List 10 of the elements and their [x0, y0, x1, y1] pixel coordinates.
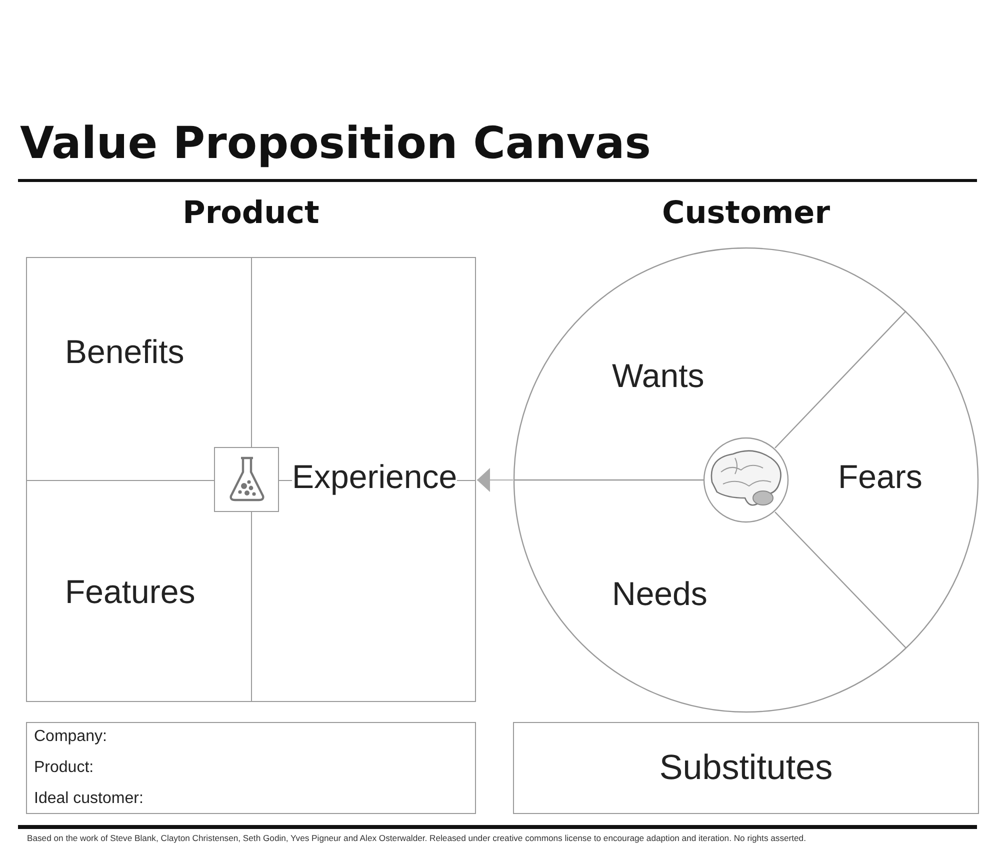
- form-field-label: Company:: [34, 728, 107, 746]
- footnote: Based on the work of Steve Blank, Clayton Christensen, Seth Godin, Yves Pigneur and Alex Osterwalder. Released under creative commons license to encourage adaption and iteration. No rights asserted.: [27, 833, 806, 843]
- substitutes-box: Substitutes: [513, 722, 979, 814]
- form-field-label: Ideal customer:: [34, 790, 144, 808]
- section-heading: Customer: [660, 195, 831, 231]
- section-heading: Product: [182, 195, 320, 231]
- title: Value Proposition Canvas: [20, 118, 651, 169]
- form-panel: [26, 722, 476, 814]
- form-field-label: Product:: [34, 759, 94, 777]
- pointer-arrow: [476, 468, 514, 492]
